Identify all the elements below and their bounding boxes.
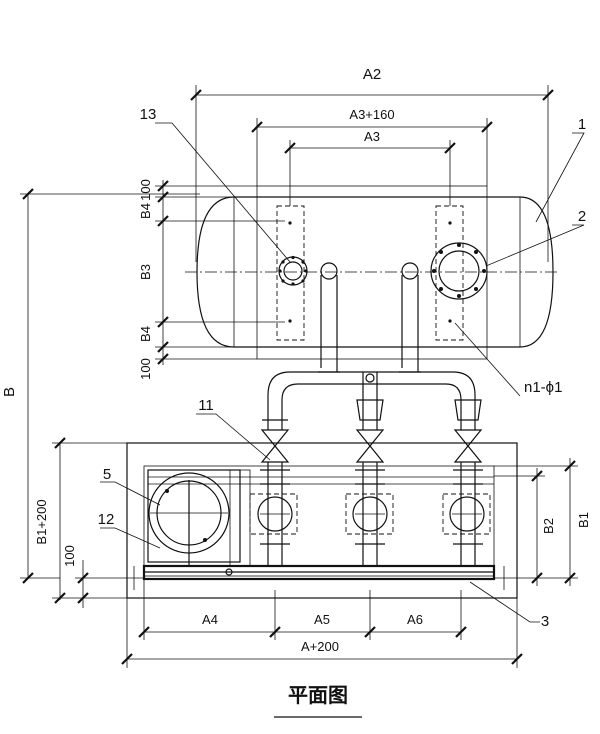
dim-a5-label: A5	[314, 612, 330, 627]
dim-b2-label: B2	[541, 518, 556, 534]
pressure-tank	[185, 185, 560, 373]
dim-100-base-label: 100	[62, 545, 77, 567]
dim-b1-200-label: B1+200	[34, 499, 49, 544]
dim-b1-label: B1	[576, 512, 591, 528]
dim-100-top-label: 100	[138, 179, 153, 201]
manifold-piping	[260, 371, 483, 463]
dim-b4-top-label: B4	[138, 203, 153, 219]
dim-a4-label: A4	[202, 612, 218, 627]
dim-b4-bottom-label: B4	[138, 326, 153, 342]
callout-3: 3	[541, 613, 549, 630]
callout-2: 2	[578, 208, 586, 225]
dim-a3-160-label: A3+160	[349, 107, 394, 122]
dim-a6-label: A6	[407, 612, 423, 627]
dim-a3-label: A3	[364, 129, 380, 144]
callout-leaders	[100, 122, 585, 623]
dim-b-label: B	[1, 387, 18, 397]
dimension-lines	[20, 85, 578, 668]
dim-a2-label: A2	[363, 66, 381, 83]
callout-n1: n1-ϕ1	[524, 379, 562, 396]
dim-b3-label: B3	[138, 264, 153, 280]
callout-12: 12	[98, 511, 115, 528]
callout-13: 13	[140, 106, 157, 123]
drawing-title: 平面图	[288, 683, 348, 707]
callout-1: 1	[578, 116, 586, 133]
dim-a-200-label: A+200	[301, 639, 339, 654]
base-frame	[126, 442, 518, 599]
callout-5: 5	[103, 466, 111, 483]
dim-100-bottom-label: 100	[138, 358, 153, 380]
callout-11: 11	[198, 397, 214, 414]
